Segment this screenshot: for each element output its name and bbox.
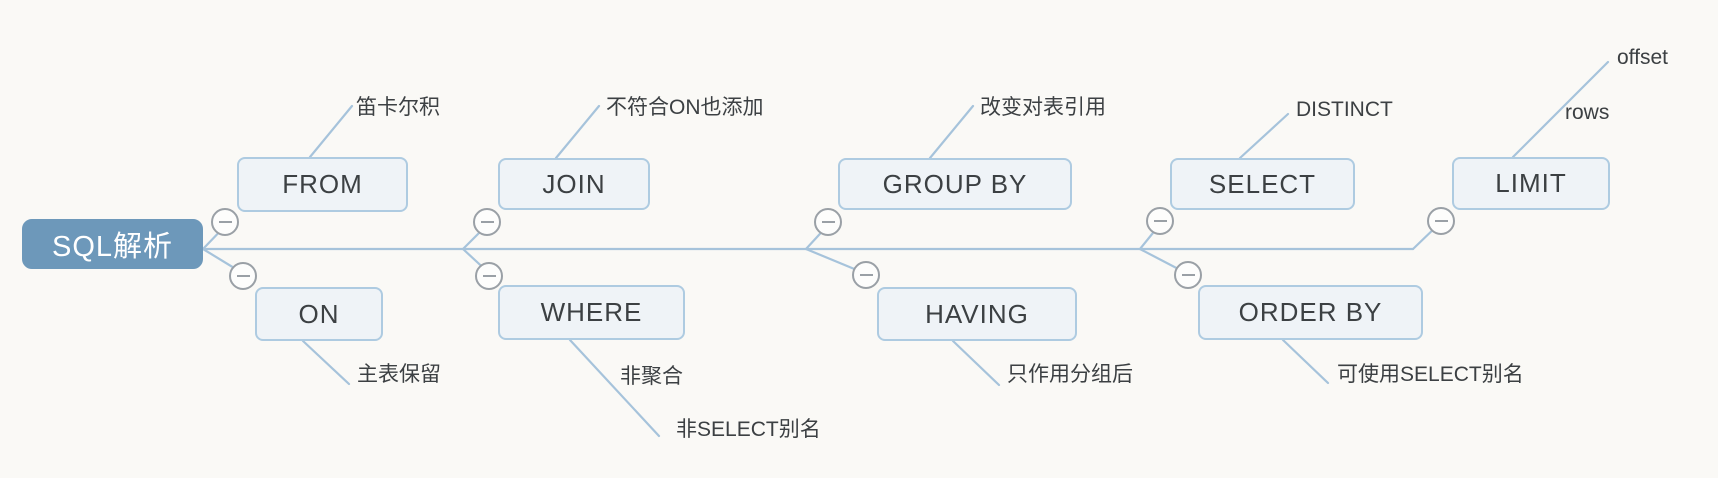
node-order-by[interactable]: ORDER BY [1198,285,1423,340]
node-where[interactable]: WHERE [498,285,685,340]
note-line-having [951,339,1001,387]
minus-icon [1434,220,1448,222]
note-order-by-select-alias[interactable]: 可使用SELECT别名 [1337,363,1524,386]
node-limit[interactable]: LIMIT [1452,157,1610,210]
collapse-button-where[interactable] [475,262,503,290]
node-select[interactable]: SELECT [1170,158,1355,210]
note-group-by-table-ref[interactable]: 改变对表引用 [980,96,1106,119]
note-line-order-by [1281,338,1330,385]
node-group-by[interactable]: GROUP BY [838,158,1072,210]
collapse-button-join[interactable] [473,208,501,236]
note-join-non-matching[interactable]: 不符合ON也添加 [606,96,764,119]
minus-icon [480,221,494,223]
note-where-no-select-alias[interactable]: 非SELECT别名 [676,418,821,441]
node-on[interactable]: ON [255,287,383,341]
minus-icon [859,274,873,276]
note-where-non-aggregate[interactable]: 非聚合 [620,365,683,388]
note-limit-offset[interactable]: offset [1617,46,1668,69]
note-limit-rows[interactable]: rows [1565,101,1610,124]
minus-icon [236,275,250,277]
note-line-from [308,104,354,159]
note-line-on [301,339,351,386]
node-join[interactable]: JOIN [498,158,650,210]
collapse-button-order-by[interactable] [1174,261,1202,289]
minus-icon [1153,220,1167,222]
collapse-button-select[interactable] [1146,207,1174,235]
node-from[interactable]: FROM [237,157,408,212]
note-from-cartesian[interactable]: 笛卡尔积 [356,96,440,119]
note-line-group-by [928,104,975,160]
note-line-select [1238,112,1290,160]
collapse-button-on[interactable] [229,262,257,290]
note-select-distinct[interactable]: DISTINCT [1296,98,1393,121]
note-having-after-grouping[interactable]: 只作用分组后 [1007,363,1133,386]
minus-icon [1181,274,1195,276]
note-on-keep-main-table[interactable]: 主表保留 [357,363,441,386]
collapse-button-from[interactable] [211,208,239,236]
collapse-button-having[interactable] [852,261,880,289]
minus-icon [218,221,232,223]
collapse-button-limit[interactable] [1427,207,1455,235]
node-having[interactable]: HAVING [877,287,1077,341]
root-node-sql[interactable]: SQL解析 [22,219,203,269]
collapse-button-group-by[interactable] [814,208,842,236]
note-line-where [568,338,661,438]
note-line-join [554,104,601,160]
minus-icon [482,275,496,277]
minus-icon [821,221,835,223]
note-line-limit [1511,60,1610,159]
